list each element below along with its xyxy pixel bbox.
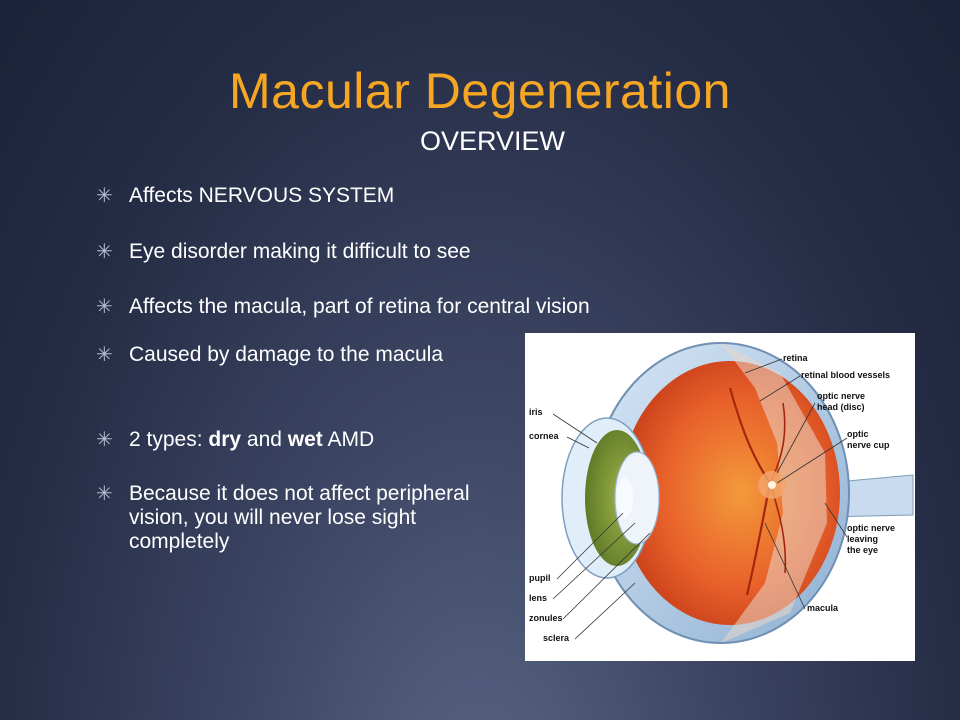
bullet-item: ✳ Affects the macula, part of retina for… — [96, 295, 590, 319]
pupil-shape — [617, 478, 633, 518]
bullet-item: ✳ Because it does not affect peripheral … — [96, 482, 479, 554]
optic-cup-shape — [768, 481, 776, 489]
label-optic-nerve-head-2: head (disc) — [817, 402, 865, 412]
bullet-item: ✳ Affects NERVOUS SYSTEM — [96, 184, 394, 208]
bullet-text-prefix: 2 types: — [129, 428, 209, 451]
slide-title: Macular Degeneration — [229, 63, 731, 119]
bullet-text: Affects NERVOUS SYSTEM — [129, 184, 395, 207]
label-optic-nerve-leaving-3: the eye — [847, 545, 878, 555]
label-lens: lens — [529, 593, 547, 603]
bullet-item: ✳ Eye disorder making it difficult to se… — [96, 240, 471, 264]
bullet-text-suffix: AMD — [322, 428, 375, 451]
label-optic-nerve-leaving-2: leaving — [847, 534, 878, 544]
label-pupil: pupil — [529, 573, 551, 583]
label-cornea: cornea — [529, 431, 560, 441]
leader-lines — [552, 358, 848, 640]
label-optic-nerve-head-1: optic nerve — [817, 391, 865, 401]
bullet-asterisk-icon: ✳ — [96, 483, 113, 505]
bullet-text: 2 types: dry and wet AMD — [129, 428, 374, 452]
label-zonules: zonules — [529, 613, 563, 623]
slide-subtitle: OVERVIEW — [419, 126, 566, 156]
bullet-text: Caused by damage to the macula — [129, 343, 444, 366]
label-retinal-blood-vessels: retinal blood vessels — [801, 370, 890, 380]
label-optic-nerve-cup-2: nerve cup — [847, 440, 890, 450]
label-retina: retina — [783, 353, 809, 363]
eye-anatomy-diagram: retina retinal blood vessels optic nerve… — [525, 333, 915, 661]
label-sclera: sclera — [543, 633, 570, 643]
lens-shape — [614, 451, 660, 545]
retinal-vessel-shape — [728, 387, 771, 484]
bullet-text-wet: wet — [287, 428, 323, 451]
bullet-text-dry: dry — [208, 428, 242, 451]
bullet-text-and: and — [241, 428, 288, 451]
eye-anatomy-illustration: retina retinal blood vessels optic nerve… — [529, 342, 914, 644]
label-optic-nerve-cup-1: optic — [847, 429, 869, 439]
bullet-text: Because it does not affect peripheral vi… — [129, 482, 470, 553]
label-iris: iris — [529, 407, 543, 417]
bullet-asterisk-icon: ✳ — [96, 429, 113, 451]
label-optic-nerve-leaving-1: optic nerve — [847, 523, 895, 533]
bullet-item: ✳ 2 types: dry and wet AMD — [96, 428, 374, 452]
bullet-asterisk-icon: ✳ — [96, 241, 113, 263]
label-macula: macula — [807, 603, 839, 613]
bullet-asterisk-icon: ✳ — [96, 344, 113, 366]
bullet-item: ✳ Caused by damage to the macula — [96, 343, 489, 367]
bullet-asterisk-icon: ✳ — [96, 296, 113, 318]
bullet-text: Affects the macula, part of retina for c… — [129, 295, 590, 318]
bullet-text: Eye disorder making it difficult to see — [129, 240, 471, 263]
bullet-asterisk-icon: ✳ — [96, 185, 113, 207]
cutaway-wedge-shape — [721, 343, 827, 643]
